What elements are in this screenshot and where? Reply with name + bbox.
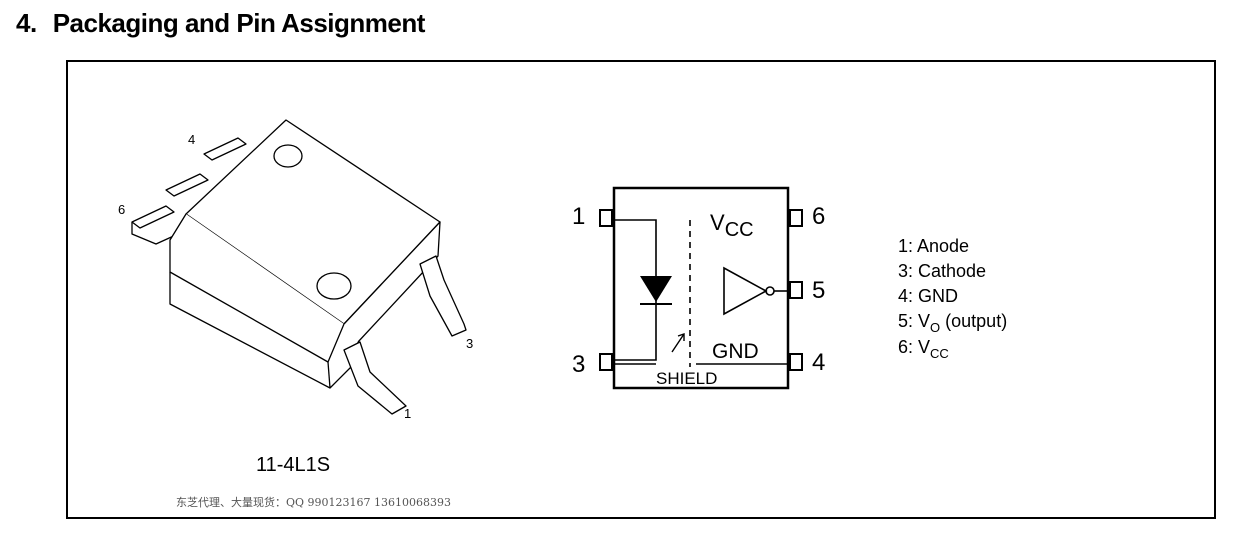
section-number: 4. [16, 8, 37, 38]
schematic-vcc-label: VCC [710, 210, 754, 241]
schematic-pin-6-tab [789, 209, 803, 227]
figure-frame: 4 6 3 1 [66, 60, 1216, 519]
pin-assignment-item: 6: VCC [898, 337, 949, 361]
pin-assignment-list: 1: Anode 3: Cathode 4: GND 5: VO (output… [898, 234, 1007, 361]
package-illustration: 4 6 3 1 [118, 119, 825, 421]
schematic-pin-3-label: 3 [572, 351, 585, 378]
schematic-pin-5-tab [789, 281, 803, 299]
schematic-pin-4-label: 4 [812, 349, 825, 376]
pkg-pin-1-label: 1 [404, 406, 411, 421]
schematic-pin-4-tab [789, 353, 803, 371]
section-heading: 4. Packaging and Pin Assignment [16, 8, 425, 39]
schematic-gnd-label: GND [712, 340, 759, 363]
pkg-pin-4-label: 4 [188, 132, 195, 147]
pin-assignment-item: 4: GND [898, 286, 959, 306]
pkg-pin-6-label: 6 [118, 202, 125, 217]
schematic-pin-3-tab [599, 353, 613, 371]
schematic-diagram [599, 186, 803, 390]
pin-assignment-item: 5: VO (output) [898, 311, 1008, 335]
led-diode-icon [640, 276, 672, 305]
schematic-pin-1-label: 1 [572, 203, 585, 230]
pin-assignment-item: 3: Cathode [898, 261, 987, 281]
schematic-pin-6-label: 6 [812, 203, 825, 230]
section-title: Packaging and Pin Assignment [52, 8, 426, 38]
watermark-text: 东芝代理、大量现货：QQ 990123167 13610068393 [176, 496, 451, 509]
schematic-pin-5-label: 5 [812, 277, 825, 304]
pin-assignment-item: 1: Anode [898, 236, 970, 256]
package-name: 11-4L1S [256, 454, 331, 476]
schematic-shield-label: SHIELD [656, 369, 717, 388]
pkg-pin-3-label: 3 [466, 336, 473, 351]
schematic-pin-1-tab [599, 209, 613, 227]
